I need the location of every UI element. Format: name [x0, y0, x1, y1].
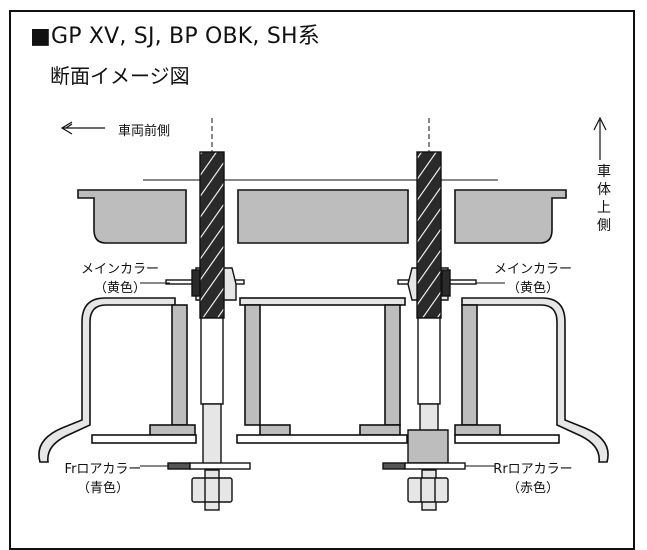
lower-frame-center: [236, 297, 408, 444]
page-subtitle: 断面イメージ図: [50, 64, 190, 88]
main-collar-right-label: メインカラー （黄色）: [493, 262, 572, 296]
upper-body-panel: [77, 189, 567, 244]
lower-frame-right: [454, 297, 609, 463]
bolt-left: [199, 151, 225, 511]
body-top-label: 車 体 上 側: [597, 164, 611, 234]
main-collar-left-label: メインカラー （黄色）: [80, 262, 159, 296]
front-direction-label: 車両前側: [118, 124, 171, 139]
front-direction-arrow: [60, 121, 105, 135]
fr-lower-collar-label: Frロアカラー （青色）: [64, 462, 142, 496]
rr-lower-collar-label: Rrロアカラー （赤色）: [493, 462, 573, 496]
page-title: ■GP XV, SJ, BP OBK, SH系: [30, 24, 320, 49]
body-up-arrow: [593, 116, 607, 160]
cross-section-diagram: [38, 116, 609, 511]
fr-lower-collar-shape: [167, 462, 251, 503]
lower-frame-left: [38, 297, 197, 463]
leader-lines: [140, 282, 505, 467]
rr-lower-collar-shape: [382, 429, 466, 503]
